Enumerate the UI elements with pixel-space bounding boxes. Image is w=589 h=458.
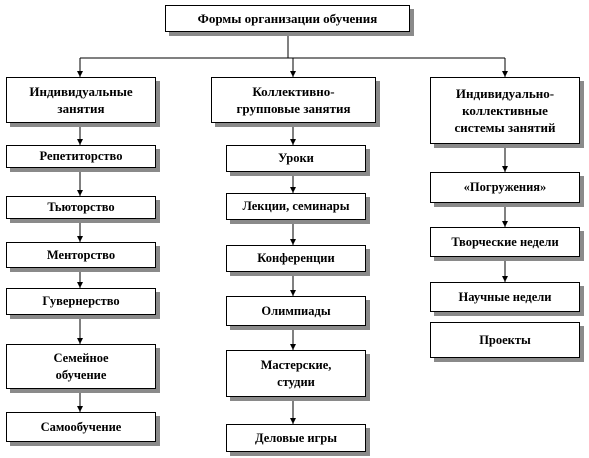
node-guvernerstvo: Гувернерство	[6, 288, 156, 315]
column-header-label: Коллективно-групповые занятия	[236, 84, 351, 116]
arrowhead	[290, 239, 296, 245]
node-repetitorstvo: Репетиторство	[6, 145, 156, 168]
arrowhead	[290, 187, 296, 193]
node-samoobuchenie: Самообучение	[6, 412, 156, 442]
arrowhead	[502, 221, 508, 227]
root-node: Формы организации обучения	[165, 5, 410, 32]
node-uroki: Уроки	[226, 145, 366, 172]
arrowhead	[77, 406, 83, 412]
node-tvorcheskie-nedeli: Творческие недели	[430, 227, 580, 257]
node-masterskie-studii: Мастерские,студии	[226, 350, 366, 397]
column-header-group: Коллективно-групповые занятия	[211, 77, 376, 123]
arrowhead	[502, 166, 508, 172]
arrowhead	[77, 71, 83, 77]
arrowhead	[290, 71, 296, 77]
node-delovye-igry: Деловые игры	[226, 424, 366, 452]
arrowhead	[290, 344, 296, 350]
arrowhead	[290, 418, 296, 424]
arrowhead	[290, 290, 296, 296]
node-konferentsii: Конференции	[226, 245, 366, 272]
arrowhead	[77, 139, 83, 145]
node-proekty: Проекты	[430, 322, 580, 358]
node-tyutorstvo: Тьюторство	[6, 196, 156, 219]
arrowhead	[77, 282, 83, 288]
node-pogruzheniya: «Погружения»	[430, 172, 580, 203]
arrowhead	[77, 190, 83, 196]
arrowhead	[502, 276, 508, 282]
node-lektsii-seminary: Лекции, семинары	[226, 193, 366, 220]
arrowhead	[502, 71, 508, 77]
node-mentorstvo: Менторство	[6, 242, 156, 268]
arrowhead	[77, 236, 83, 242]
node-olimpiady: Олимпиады	[226, 296, 366, 326]
arrowhead	[77, 338, 83, 344]
arrowhead	[290, 139, 296, 145]
node-nauchnye-nedeli: Научные недели	[430, 282, 580, 312]
root-label: Формы организации обучения	[197, 11, 378, 26]
